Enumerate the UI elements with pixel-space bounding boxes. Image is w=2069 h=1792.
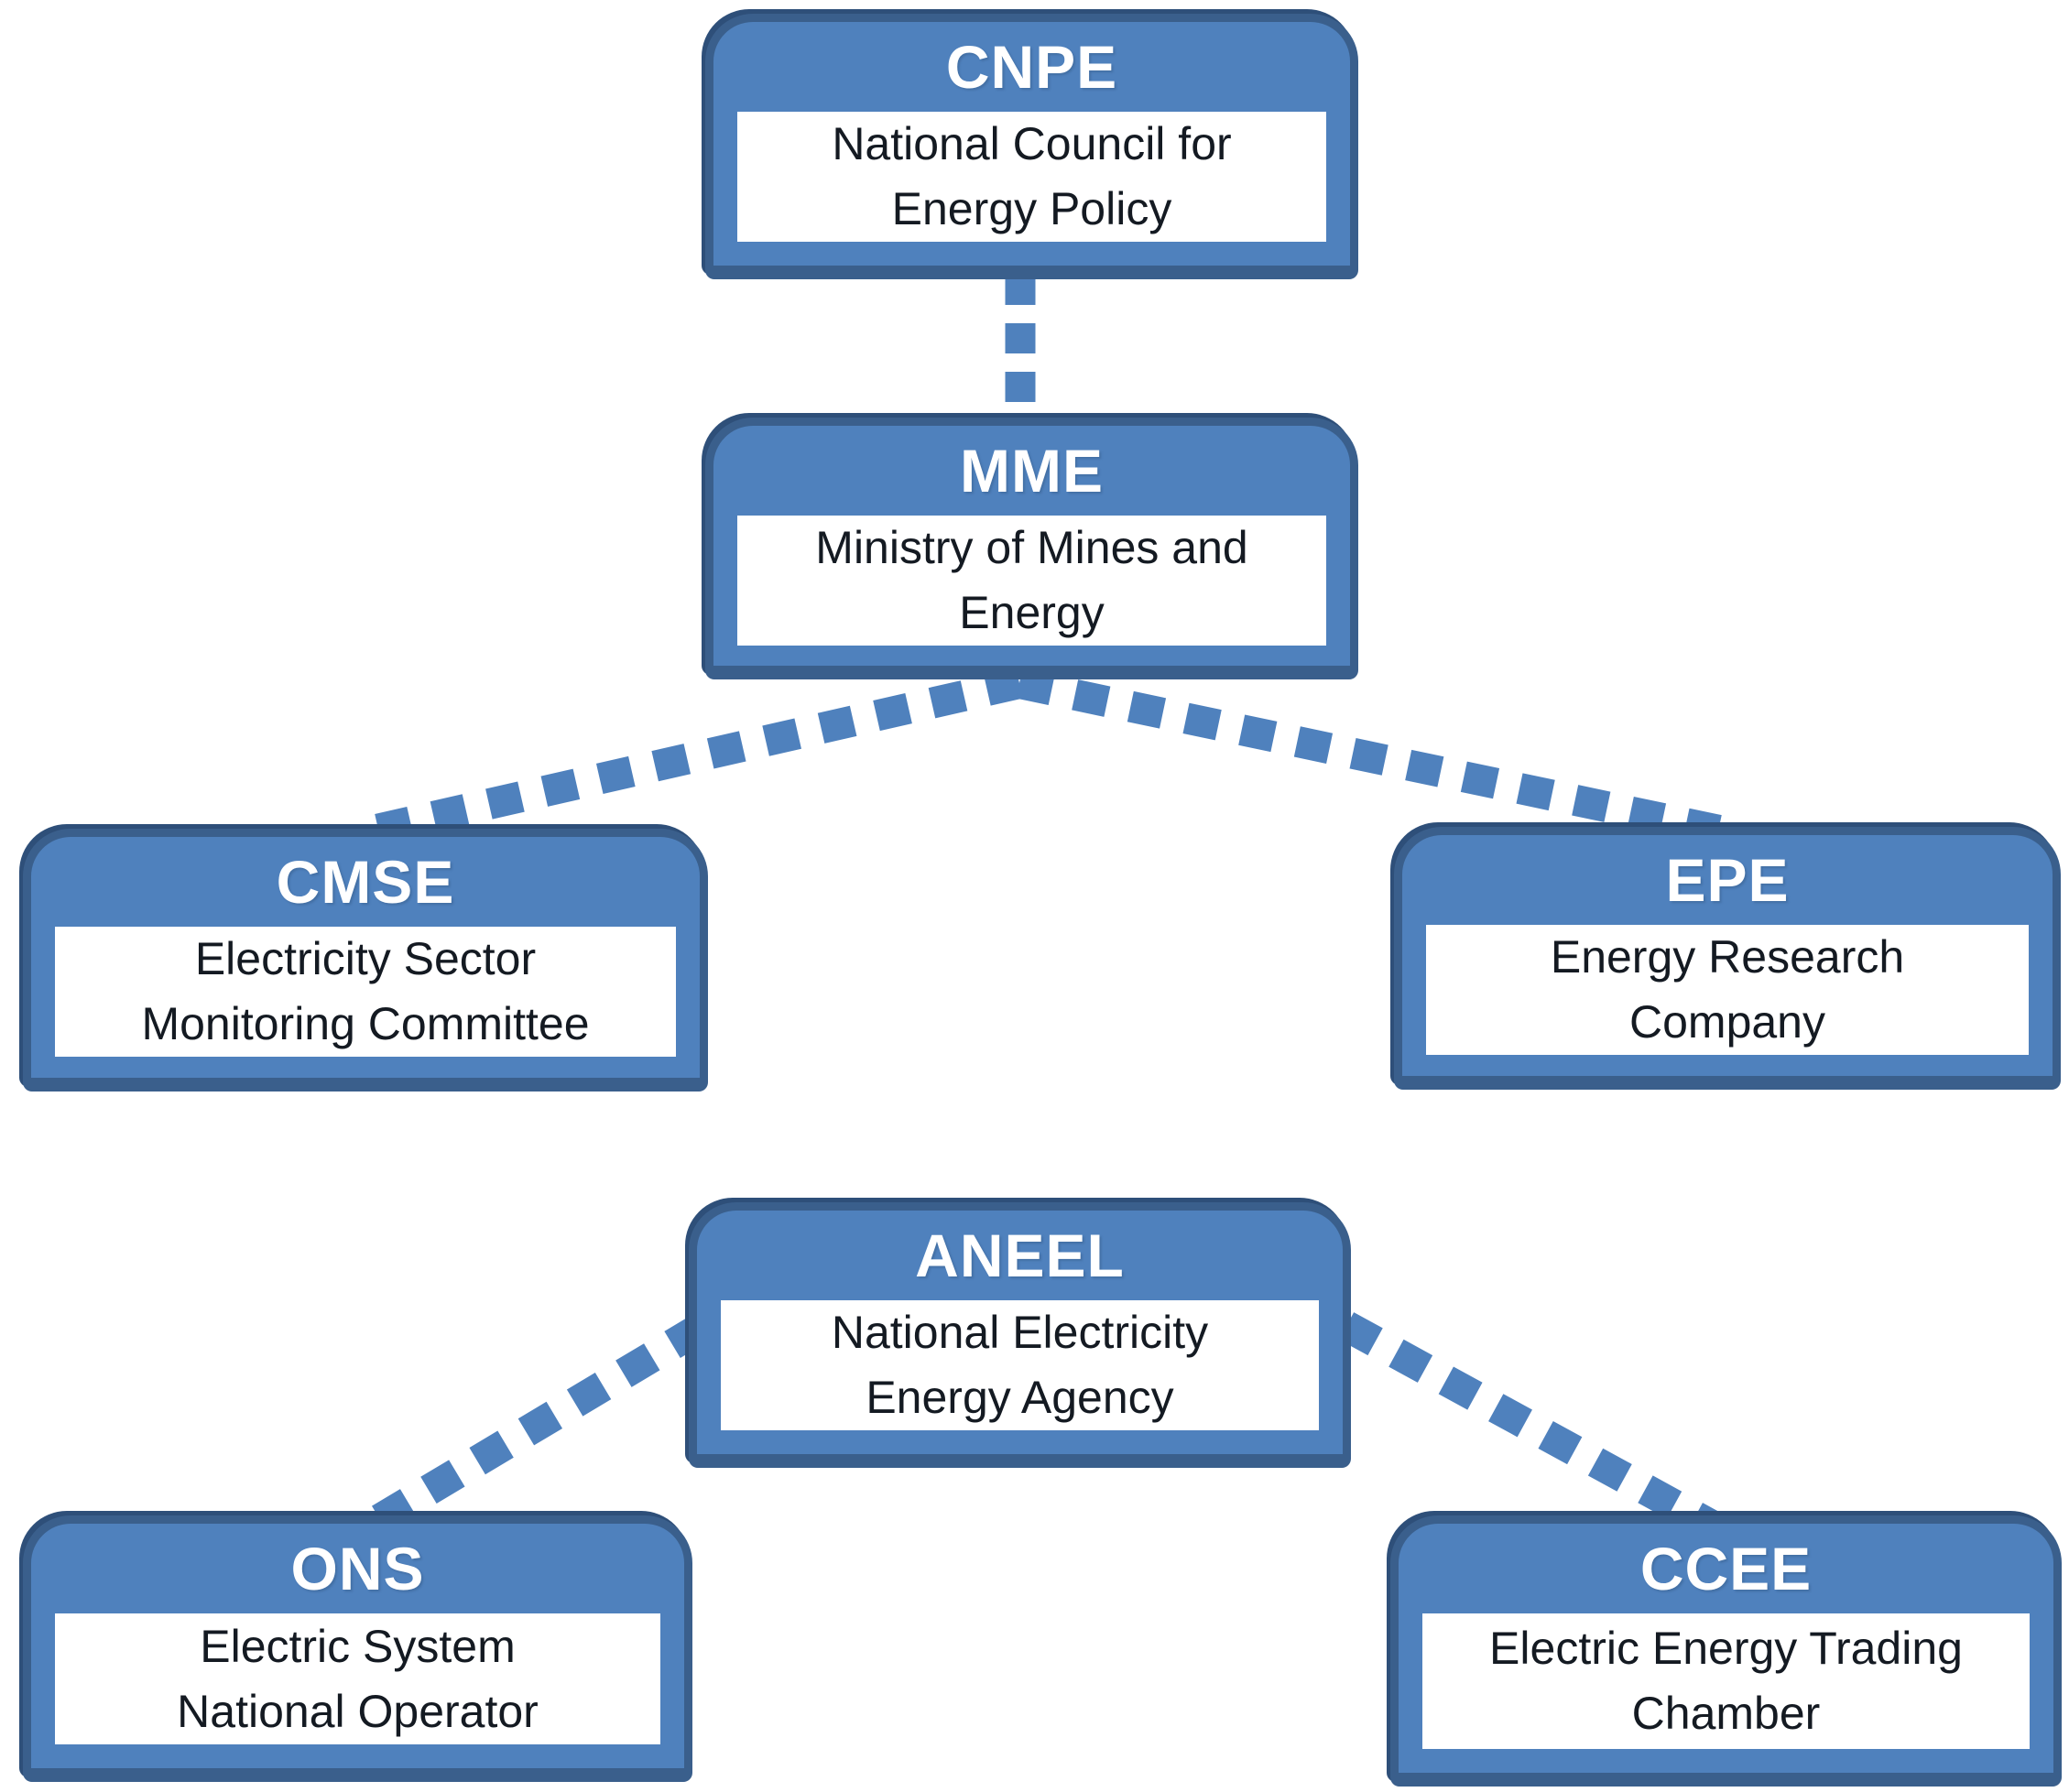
node-cmse-name-line1: Electricity Sector: [194, 933, 537, 984]
node-mme-name-line2: Energy: [959, 587, 1105, 638]
node-cnpe: CNPE National Council for Energy Policy: [705, 14, 1358, 279]
node-cnpe-name-line1: National Council for: [832, 118, 1232, 169]
node-ccee-acronym: CCEE: [1639, 1535, 1813, 1602]
node-ccee-name: Electric Energy Trading Chamber: [1422, 1613, 2030, 1749]
node-aneel-name-line1: National Electricity: [831, 1307, 1209, 1358]
node-mme: MME Ministry of Mines and Energy: [705, 418, 1358, 679]
node-mme-name-line1: Ministry of Mines and: [815, 522, 1248, 573]
node-cmse-acronym: CMSE: [276, 848, 455, 916]
node-cmse-name-line2: Monitoring Committee: [141, 998, 590, 1049]
node-ons-name-line1: Electric System: [200, 1620, 516, 1672]
node-aneel: ANEEL National Electricity Energy Agency: [689, 1202, 1351, 1468]
node-cnpe-name-line2: Energy Policy: [891, 183, 1172, 234]
node-mme-name: Ministry of Mines and Energy: [737, 516, 1326, 646]
node-aneel-name: National Electricity Energy Agency: [721, 1300, 1319, 1430]
connector-mme-cmse: [361, 668, 1023, 848]
node-epe-name-line2: Company: [1629, 996, 1825, 1048]
node-epe-name: Energy Research Company: [1426, 925, 2029, 1055]
node-ons-acronym: ONS: [290, 1535, 425, 1602]
node-cmse: CMSE Electricity Sector Monitoring Commi…: [23, 829, 708, 1091]
node-aneel-name-line2: Energy Agency: [866, 1372, 1174, 1423]
node-mme-acronym: MME: [960, 437, 1104, 505]
node-ons: ONS Electric System National Operator: [23, 1515, 692, 1782]
connector-mme-epe: [1016, 668, 1727, 847]
node-cnpe-name: National Council for Energy Policy: [737, 112, 1326, 242]
node-epe: EPE Energy Research Company: [1394, 827, 2061, 1090]
node-ccee-name-line1: Electric Energy Trading: [1489, 1623, 1963, 1674]
node-epe-name-line1: Energy Research: [1550, 931, 1905, 983]
node-ons-name-line2: National Operator: [177, 1685, 539, 1737]
node-ccee-name-line2: Chamber: [1631, 1688, 1821, 1739]
node-ons-name: Electric System National Operator: [55, 1613, 660, 1744]
connector-aneel-ccee: [1338, 1312, 1730, 1545]
node-cnpe-acronym: CNPE: [945, 33, 1118, 101]
node-epe-acronym: EPE: [1665, 846, 1790, 914]
node-aneel-acronym: ANEEL: [915, 1222, 1125, 1289]
node-cmse-name: Electricity Sector Monitoring Committee: [55, 927, 676, 1057]
connector-aneel-ons: [367, 1314, 709, 1536]
node-ccee: CCEE Electric Energy Trading Chamber: [1390, 1515, 2062, 1787]
